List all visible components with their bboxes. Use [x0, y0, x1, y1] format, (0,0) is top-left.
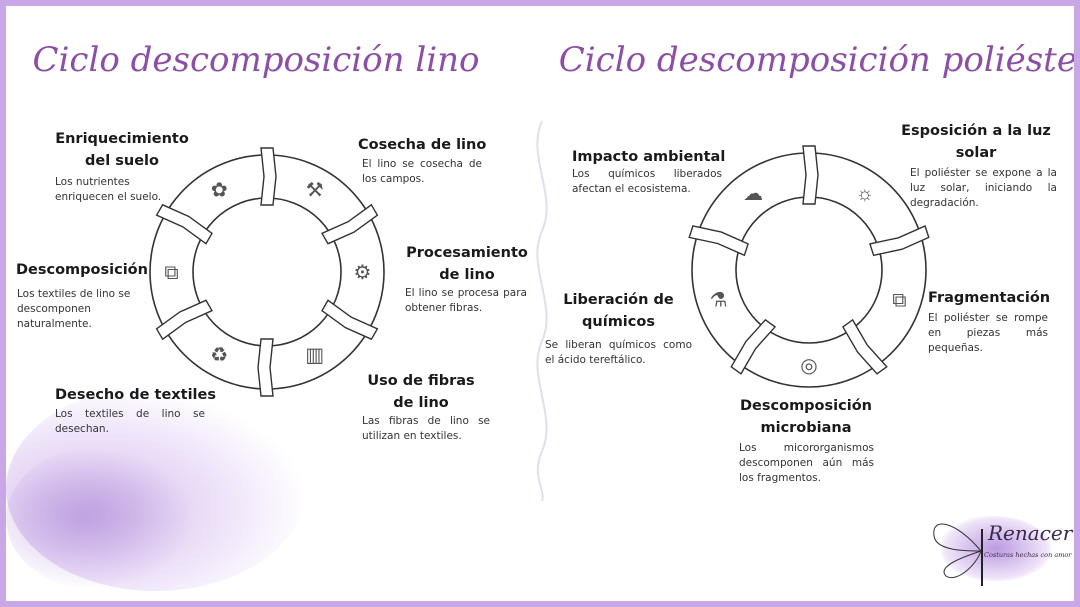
segment-separator: [802, 145, 819, 205]
renacer-logo: Renacer Costuras hechas con amor: [926, 511, 1072, 591]
segment-separator: [842, 318, 888, 375]
wavy-divider: [536, 120, 548, 502]
lino-step-desc: Los nutrientes enriquecen el suelo.: [55, 176, 162, 203]
people-thought-icon: ☁: [743, 183, 763, 205]
lino-step-title: Desecho de textiles: [55, 387, 216, 403]
poliester-step-title: Fragmentación: [928, 290, 1051, 306]
segment-separator: [155, 203, 213, 245]
lino-step-desc: Las fibras de lino se utilizan en textil…: [362, 415, 490, 442]
lino-step-desc: Los textiles de lino se desechan.: [55, 408, 205, 435]
watercolor-decoration: [6, 386, 306, 591]
ring-inner: [192, 197, 342, 347]
cycle-diagrams: ⚒ ⚙ ▥ ♻ ⧉ ✿ ☼ ⧉ ◎ ⚗ ☁: [149, 120, 930, 502]
segment-separator: [155, 299, 213, 341]
lino-step-title: Procesamiento de lino: [406, 245, 528, 283]
lino-step-title: Enriquecimiento del suelo: [55, 131, 189, 169]
poliester-step-desc: Se liberan químicos como el ácido tereft…: [545, 339, 692, 366]
poliester-step-title: Liberación de químicos: [563, 292, 674, 330]
lino-title: Ciclo descomposición lino: [32, 40, 480, 80]
segment-separator: [869, 225, 930, 257]
poliester-step-title: Impacto ambiental: [572, 149, 726, 165]
poliester-step-desc: Los micororganismos descomponen aún más …: [739, 442, 874, 484]
chemical-factory-icon: ⚗: [710, 289, 728, 311]
logo-tagline: Costuras hechas con amor: [984, 551, 1072, 559]
poliester-cycle: ☼ ⧉ ◎ ⚗ ☁: [688, 145, 930, 388]
slide: ⚒ ⚙ ▥ ♻ ⧉ ✿ ☼ ⧉ ◎ ⚗ ☁ Ciclo descomposición lino Ci…: [6, 6, 1074, 601]
lino-cycle: ⚒ ⚙ ▥ ♻ ⧉ ✿: [149, 147, 385, 397]
segment-separator: [730, 318, 777, 375]
segment-separator: [321, 203, 379, 245]
poliester-step-desc: El poliéster se rompe en piezas más pequ…: [928, 312, 1048, 354]
segment-separator: [688, 225, 749, 257]
microbe-dish-icon: ◎: [800, 355, 817, 377]
lino-step-desc: Los textiles de lino se descomponen natu…: [17, 288, 131, 330]
lino-step-title: Cosecha de lino: [358, 137, 487, 153]
segment-separator: [257, 338, 274, 397]
lino-step-title: Uso de fibras de lino: [367, 373, 475, 411]
lino-step-desc: El lino se procesa para obtener fibras.: [405, 287, 527, 314]
blocks-breakdown-icon: ⧉: [164, 262, 178, 284]
person-sun-icon: ☼: [856, 183, 874, 205]
box-recycle-icon: ♻: [210, 345, 228, 367]
ring-inner: [735, 196, 883, 344]
lino-step-desc: El lino se cosecha de los campos.: [362, 158, 482, 185]
poliester-title: Ciclo descomposición poliéster: [558, 40, 1074, 80]
fabric-brush-icon: ▥: [305, 345, 324, 367]
gardener-soil-icon: ✿: [211, 179, 228, 201]
poliester-step-desc: El poliéster se expone a la luz solar, i…: [910, 167, 1057, 209]
lino-step-title: Descomposición: [16, 262, 148, 278]
farmer-harvest-icon: ⚒: [306, 179, 324, 201]
poliester-step-title: Esposición a la luz solar: [901, 123, 1051, 161]
poliester-step-desc: Los químicos liberados afectan el ecosis…: [572, 168, 722, 195]
segment-separator: [260, 147, 277, 206]
processing-machine-icon: ⚙: [354, 262, 372, 284]
watercolor-decoration: [6, 446, 196, 591]
poliester-step-title: Descomposición microbiana: [740, 398, 872, 436]
segment-separator: [321, 299, 379, 341]
logo-name: Renacer: [988, 521, 1073, 545]
blocks-breakdown-icon: ⧉: [892, 289, 906, 311]
